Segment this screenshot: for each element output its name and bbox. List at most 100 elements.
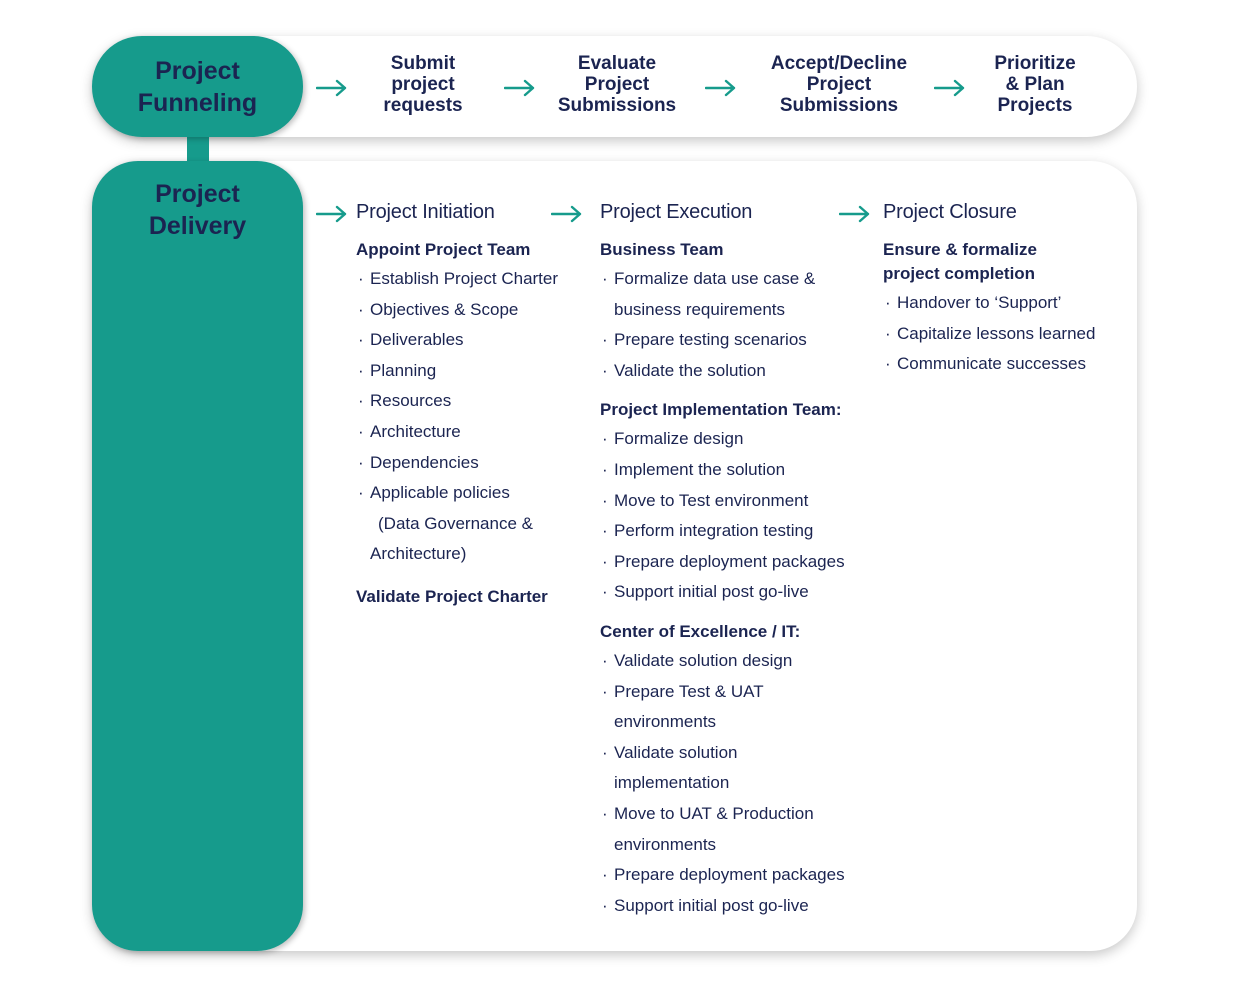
step-line: & Plan (1005, 74, 1065, 95)
list-item: ·Prepare Test & UAT (602, 681, 764, 701)
delivery-label: Project Delivery (92, 161, 303, 951)
step-submit-requests: Submit project requests (363, 53, 483, 116)
item-text: Objectives & Scope (370, 299, 519, 319)
item-text: Move to UAT & Production (614, 803, 814, 823)
step-evaluate-submissions: Evaluate Project Submissions (547, 53, 687, 116)
item-text: Resources (370, 391, 452, 411)
item-continuation: business requirements (614, 299, 786, 319)
item-text: Handover to ‘Support’ (897, 293, 1062, 312)
step-line: requests (383, 95, 463, 116)
list-item: ·Dependencies (358, 452, 479, 472)
list-item: ·Applicable policies (358, 483, 510, 503)
section-heading: Project Implementation Team: (600, 400, 842, 420)
section-heading: Center of Excellence / IT: (600, 621, 801, 641)
list-item: ·Capitalize lessons learned (885, 323, 1096, 343)
list-item: ·Perform integration testing (602, 521, 814, 541)
execution-column: Business Team ·Formalize data use case &… (600, 238, 880, 921)
item-text: Architecture (370, 421, 461, 441)
list-item: ·Prepare deployment packages (602, 865, 845, 885)
item-text: Prepare deployment packages (614, 865, 845, 885)
list-item: ·Support initial post go-live (602, 582, 809, 602)
list-item: ·Establish Project Charter (358, 269, 559, 288)
step-line: Accept/Decline (770, 53, 908, 74)
step-line: Project (584, 74, 650, 95)
delivery-title-line1: Project (155, 180, 240, 208)
funneling-title-line2: Funneling (137, 88, 258, 117)
item-text: Implement the solution (614, 459, 786, 479)
arrow-right-icon (551, 205, 583, 223)
list-item: ·Validate solution design (602, 650, 793, 670)
item-text: Establish Project Charter (370, 269, 559, 288)
list-item: ·Resources (358, 391, 452, 411)
list-item: ·Implement the solution (602, 459, 786, 479)
step-line: Prioritize (994, 53, 1076, 74)
step-line: Project (806, 74, 872, 95)
arrow-right-icon (316, 205, 348, 223)
list-item: ·Architecture (358, 421, 461, 441)
item-text: Validate the solution (614, 360, 766, 380)
step-line: Evaluate (577, 53, 657, 74)
step-line: Projects (997, 95, 1073, 116)
list-item: ·Handover to ‘Support’ (885, 293, 1062, 312)
item-text: Planning (370, 360, 437, 380)
list-item: ·Validate solution (602, 742, 738, 762)
list-item: ·Planning (358, 360, 437, 380)
item-continuation: implementation (614, 773, 730, 793)
list-item: ·Prepare testing scenarios (602, 330, 807, 350)
item-text: Support initial post go-live (614, 895, 809, 915)
delivery-title-line2: Delivery (148, 212, 247, 240)
section-heading: Validate Project Charter (356, 586, 548, 606)
step-prioritize-plan: Prioritize & Plan Projects (980, 53, 1090, 116)
item-text: Dependencies (370, 452, 479, 472)
arrow-right-icon (316, 79, 348, 97)
phase-title-closure: Project Closure (883, 201, 1017, 223)
section-heading: Appoint Project Team (356, 240, 531, 259)
item-text: Communicate successes (897, 354, 1086, 374)
item-text: Prepare deployment packages (614, 551, 845, 571)
section-heading: Business Team (600, 240, 724, 259)
list-item: ·Validate the solution (602, 360, 766, 380)
item-text: Support initial post go-live (614, 582, 809, 602)
list-item: ·Formalize data use case & (602, 269, 816, 288)
item-text: Prepare Test & UAT (614, 681, 764, 701)
arrow-right-icon (705, 79, 737, 97)
list-item: ·Deliverables (358, 330, 464, 350)
arrow-right-icon (839, 205, 871, 223)
item-text: Perform integration testing (614, 521, 814, 541)
item-continuation: environments (614, 712, 717, 732)
arrow-right-icon (504, 79, 536, 97)
step-accept-decline: Accept/Decline Project Submissions (752, 53, 926, 116)
section-heading-line1: Ensure & formalize (883, 240, 1037, 259)
step-line: project (391, 74, 455, 95)
funneling-title-line1: Project (155, 56, 240, 85)
item-text: Deliverables (370, 330, 464, 350)
closure-column: Ensure & formalize project completion ·H… (883, 238, 1128, 380)
step-line: Submit (390, 53, 456, 74)
item-text: Prepare testing scenarios (614, 330, 807, 350)
list-item: ·Objectives & Scope (358, 299, 519, 319)
list-item: ·Support initial post go-live (602, 895, 809, 915)
list-item: ·Move to Test environment (602, 490, 809, 510)
item-text: Move to Test environment (614, 490, 809, 510)
list-item: ·Move to UAT & Production (602, 803, 814, 823)
item-text: Capitalize lessons learned (897, 323, 1096, 343)
item-continuation: (Data Governance & (378, 513, 533, 533)
phase-title-execution: Project Execution (600, 201, 753, 223)
item-text: Validate solution design (614, 650, 793, 670)
list-item: ·Formalize design (602, 429, 744, 449)
stage-connector (187, 134, 209, 164)
phase-title-initiation: Project Initiation (356, 201, 495, 223)
funneling-label: Project Funneling (92, 36, 303, 137)
list-item: ·Prepare deployment packages (602, 551, 845, 571)
step-line: Submissions (557, 95, 677, 116)
list-item: ·Communicate successes (885, 354, 1086, 374)
item-text: Validate solution (614, 742, 738, 762)
initiation-column: Appoint Project Team ·Establish Project … (356, 238, 591, 609)
item-continuation: Architecture) (370, 544, 467, 564)
item-text: Applicable policies (370, 483, 510, 503)
item-text: Formalize data use case & (614, 269, 816, 288)
item-continuation: environments (614, 834, 717, 854)
item-text: Formalize design (614, 429, 744, 449)
section-heading-line2: project completion (883, 264, 1036, 283)
arrow-right-icon (934, 79, 966, 97)
